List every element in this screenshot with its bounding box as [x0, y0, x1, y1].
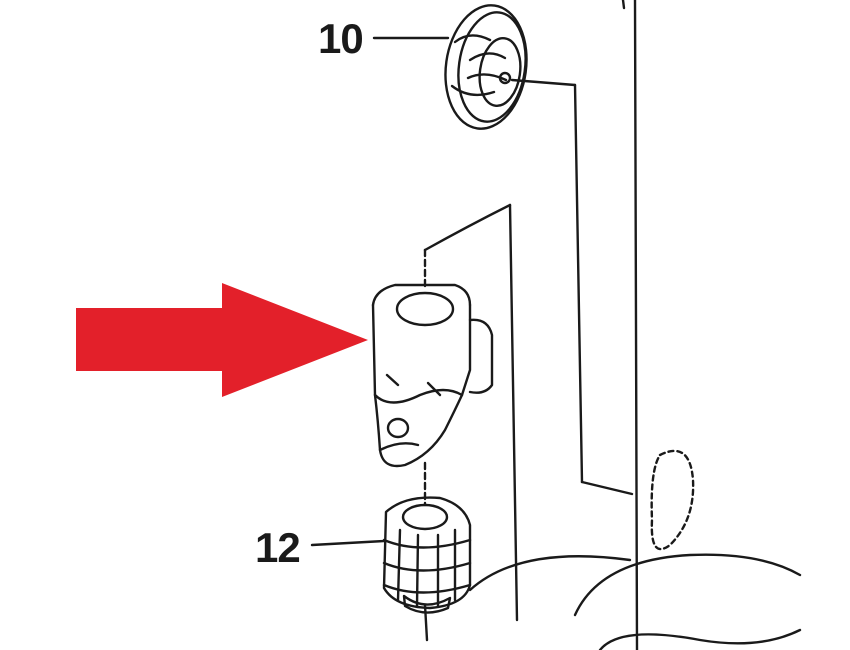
callout-label-10: 10 — [318, 15, 364, 62]
part-10-grommet — [444, 4, 528, 130]
housing-outline — [468, 0, 802, 650]
callout-label-12: 12 — [255, 524, 301, 571]
red-arrow-icon — [76, 283, 368, 397]
leader-line-12 — [310, 539, 386, 547]
part-11-bracket — [371, 283, 494, 468]
part-12-knurled-nut — [382, 496, 472, 614]
